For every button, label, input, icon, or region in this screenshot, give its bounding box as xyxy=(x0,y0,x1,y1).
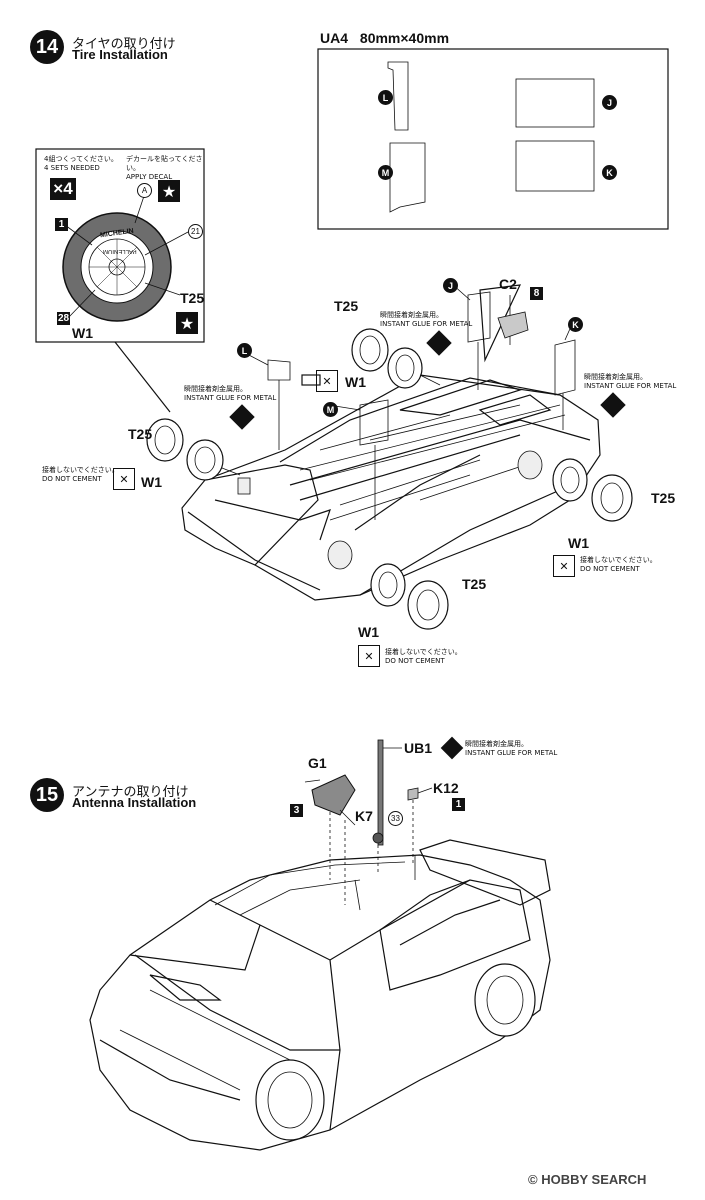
apply-decal-en: APPLY DECAL xyxy=(126,173,173,181)
glue-en: INSTANT GLUE FOR METAL xyxy=(380,320,473,328)
glue-en: INSTANT GLUE FOR METAL xyxy=(584,382,677,390)
apply-decal-note: デカールを貼ってください。 APPLY DECAL xyxy=(126,155,204,182)
star-icon: ★ xyxy=(176,312,198,334)
decal-marker-j: J xyxy=(602,95,617,110)
part-g1-label: G1 xyxy=(308,755,327,771)
glue-jp: 瞬間接着剤金属用。 xyxy=(380,311,443,319)
multiplier-badge: ×4 xyxy=(50,178,76,200)
tire-callout-box xyxy=(35,148,205,343)
no-cement-jp: 接着しないでください。 xyxy=(580,556,657,564)
no-cement-icon: ✕ xyxy=(358,645,380,667)
marker-m: M xyxy=(323,402,338,417)
no-cement-jp: 接着しないでください。 xyxy=(42,466,119,474)
watermark-copyright: © xyxy=(528,1172,538,1187)
tire-callout-w1: W1 xyxy=(72,325,93,341)
glue-note-l: 瞬間接着剤金属用。 INSTANT GLUE FOR METAL xyxy=(184,385,276,403)
glue-en: INSTANT GLUE FOR METAL xyxy=(184,394,277,402)
marker-k: K xyxy=(568,317,583,332)
decal-a-marker: A xyxy=(137,183,152,198)
part-w1-rear-left: W1 xyxy=(345,374,366,390)
part-21-marker: 21 xyxy=(188,224,203,239)
decal-marker-k: K xyxy=(602,165,617,180)
sets-needed-jp: 4組つくってください。 xyxy=(44,155,118,163)
step-15-badge: 15 xyxy=(30,778,64,812)
apply-decal-jp: デカールを貼ってください。 xyxy=(126,155,203,172)
part-t25-front-right: T25 xyxy=(462,576,487,592)
marker-l: L xyxy=(237,343,252,358)
watermark: © HOBBY SEARCH xyxy=(528,1172,646,1187)
part-t25-rear-left: T25 xyxy=(334,298,359,314)
no-cement-icon: ✕ xyxy=(113,468,135,490)
part-t25-rear-right: T25 xyxy=(651,490,676,506)
glue-note-k: 瞬間接着剤金属用。 INSTANT GLUE FOR METAL xyxy=(584,373,676,391)
part-c2-number: 8 xyxy=(530,287,543,300)
part-k12-label: K12 xyxy=(433,780,459,796)
step-14-title-jp: タイヤの取り付け xyxy=(72,37,176,52)
glue-jp: 瞬間接着剤金属用。 xyxy=(184,385,247,393)
part-t25-front-left: T25 xyxy=(128,426,153,442)
step-15-title-jp: アンテナの取り付け xyxy=(72,785,189,800)
part-28-badge: 28 xyxy=(57,312,70,325)
decal-marker-m: M xyxy=(378,165,393,180)
glue-note-ub1: 瞬間接着剤金属用。 INSTANT GLUE FOR METAL xyxy=(465,740,557,758)
glue-note-j: 瞬間接着剤金属用。 INSTANT GLUE FOR METAL xyxy=(380,311,472,329)
part-k7-label: K7 xyxy=(355,808,373,824)
part-c2-label: C2 xyxy=(499,276,517,292)
part-k12-number: 1 xyxy=(452,798,465,811)
marker-j: J xyxy=(443,278,458,293)
part-k7-number: 33 xyxy=(388,811,403,826)
part-w1-rear-right: W1 xyxy=(568,535,589,551)
sets-needed-en: 4 SETS NEEDED xyxy=(44,164,100,172)
step-14-title-en: Tire Installation xyxy=(72,47,168,62)
part-ub1-label: UB1 xyxy=(404,740,433,756)
no-cement-en: DO NOT CEMENT xyxy=(385,657,445,665)
decal-marker-l: L xyxy=(378,90,393,105)
step-15-title-en: Antenna Installation xyxy=(72,795,197,810)
watermark-brand: HOBBY SEARCH xyxy=(541,1172,647,1187)
part-g1-number: 3 xyxy=(290,804,303,817)
no-cement-icon: ✕ xyxy=(553,555,575,577)
no-cement-jp: 接着しないでください。 xyxy=(385,648,462,656)
step-14-badge: 14 xyxy=(30,30,64,64)
part-w1-front-right: W1 xyxy=(358,624,379,640)
tire-model-text: PALLENIUM xyxy=(103,248,137,254)
decal-sheet-label: UA4 80mm×40mm xyxy=(320,30,449,46)
no-cement-note-front-left: 接着しないでください。 DO NOT CEMENT xyxy=(42,466,119,484)
glue-jp: 瞬間接着剤金属用。 xyxy=(584,373,647,381)
glue-en: INSTANT GLUE FOR METAL xyxy=(465,749,558,757)
no-cement-icon: ✕ xyxy=(316,370,338,392)
no-cement-note-rear-right: 接着しないでください。 DO NOT CEMENT xyxy=(580,556,657,574)
no-cement-en: DO NOT CEMENT xyxy=(580,565,640,573)
decal-sheet-box xyxy=(317,48,669,230)
part-1-badge: 1 xyxy=(55,218,68,231)
decal-sheet-code: UA4 xyxy=(320,30,349,46)
sets-needed-note: 4組つくってください。 4 SETS NEEDED xyxy=(44,155,124,173)
tire-callout-t25: T25 xyxy=(180,290,205,306)
no-cement-en: DO NOT CEMENT xyxy=(42,475,102,483)
star-icon: ★ xyxy=(158,180,180,202)
no-cement-note-front-right: 接着しないでください。 DO NOT CEMENT xyxy=(385,648,462,666)
decal-sheet-size: 80mm×40mm xyxy=(359,30,450,46)
part-w1-front-left: W1 xyxy=(141,474,162,490)
glue-jp: 瞬間接着剤金属用。 xyxy=(465,740,528,748)
